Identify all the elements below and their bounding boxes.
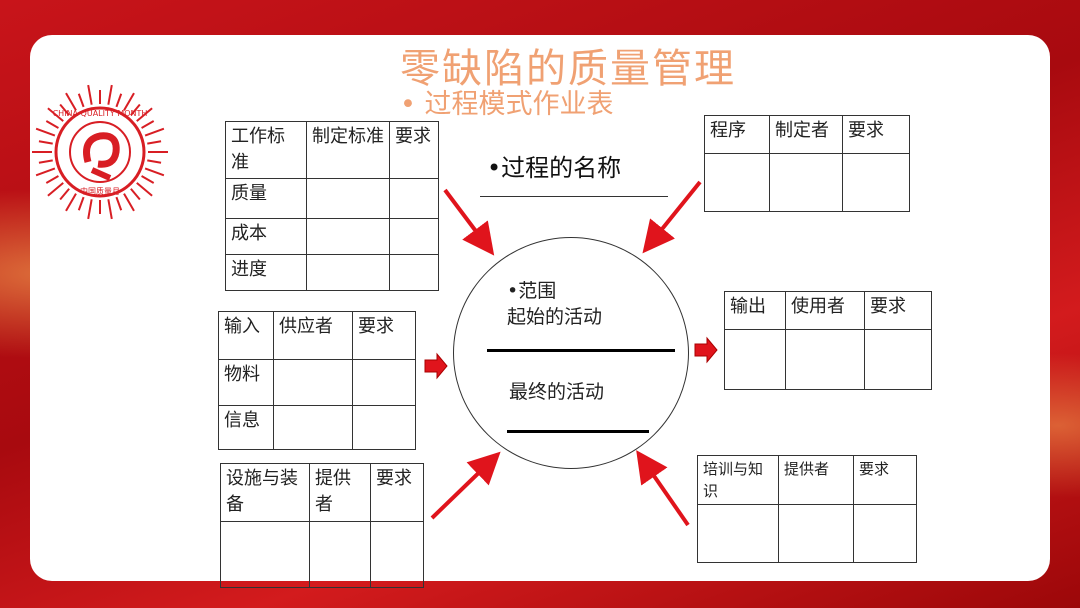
logo-ray: [77, 93, 85, 108]
logo-ray: [115, 93, 123, 108]
table-header-cell: 提供者: [778, 455, 854, 505]
logo-ray: [144, 167, 165, 177]
process-name-underline: [480, 196, 668, 197]
table-row-label: 进度: [225, 254, 307, 291]
table-header-cell: 培训与知识: [697, 455, 779, 505]
table-header-cell: 要求: [853, 455, 917, 505]
arrow-from-work-standard: [443, 188, 495, 256]
logo-ray: [123, 193, 135, 212]
input-table: 输入 供应者 要求 物料 信息: [218, 311, 416, 450]
table-header-cell: 要求: [864, 291, 932, 330]
table-header-cell: 使用者: [785, 291, 865, 330]
logo-ray: [45, 175, 59, 184]
table-header-cell: 输入: [218, 311, 274, 360]
arrow-from-facilities: [430, 451, 501, 520]
table-header-cell: 供应者: [273, 311, 353, 360]
logo-ray: [35, 127, 56, 137]
table-header-cell: 要求: [352, 311, 416, 360]
end-activity-line: [507, 430, 649, 433]
block-arrow-input: [424, 352, 448, 380]
logo-ray: [77, 196, 85, 211]
logo-ray: [65, 92, 77, 111]
table-header-cell: 要求: [389, 121, 439, 179]
svg-text:中国质量月: 中国质量月: [80, 186, 120, 196]
table-header-cell: 制定标准: [306, 121, 390, 179]
logo-ray: [136, 182, 153, 197]
facilities-table: 设施与装备 提供者 要求: [220, 463, 424, 588]
logo-ray: [107, 84, 113, 105]
logo-ray: [107, 199, 113, 220]
table-row-label: 质量: [225, 178, 307, 219]
logo-ray: [35, 167, 56, 177]
end-activity-label: 最终的活动: [509, 381, 605, 403]
procedure-table: 程序 制定者 要求: [704, 115, 910, 212]
logo-ray: [38, 140, 53, 145]
logo-ray: [65, 193, 77, 212]
table-row-label: 信息: [218, 405, 274, 450]
logo-ray: [144, 127, 165, 137]
logo-ray: [136, 107, 153, 122]
table-header-cell: 工作标准: [225, 121, 307, 179]
logo-ray: [45, 120, 59, 129]
table-row-label: 成本: [225, 218, 307, 255]
start-activity-line: [487, 349, 675, 352]
table-header-cell: 设施与装备: [220, 463, 310, 522]
logo-ray: [38, 159, 53, 164]
work-standard-table: 工作标准 制定标准 要求 质量 成本 进度: [225, 121, 439, 291]
slide-title: 零缺陷的质量管理: [400, 46, 736, 92]
logo-ray: [147, 140, 162, 145]
scope-text: •范围 起始的活动: [507, 278, 602, 330]
arrow-from-training: [636, 450, 690, 527]
logo-ray: [123, 92, 135, 111]
start-activity-label: 起始的活动: [507, 306, 603, 328]
training-table: 培训与知识 提供者 要求: [697, 455, 917, 563]
logo-ray: [47, 182, 64, 197]
logo-ray: [59, 103, 70, 116]
logo-ray: [59, 188, 70, 201]
logo-ray: [141, 120, 155, 129]
block-arrow-output: [694, 336, 718, 364]
output-table: 输出 使用者 要求: [724, 291, 932, 390]
svg-text:CHINA QUALITY MONTH: CHINA QUALITY MONTH: [53, 109, 148, 118]
process-circle: [453, 237, 689, 469]
logo-ray: [130, 103, 141, 116]
logo-ray: [147, 159, 162, 164]
table-header-cell: 制定者: [769, 115, 843, 154]
table-header-cell: 要求: [370, 463, 424, 522]
logo-ray: [115, 196, 123, 211]
arrow-from-procedure: [642, 180, 702, 254]
logo-ray: [130, 188, 141, 201]
process-name-label: •过程的名称: [487, 154, 622, 182]
quality-month-logo-icon: CHINA QUALITY MONTH 中国质量月: [32, 84, 168, 220]
table-header-cell: 提供者: [309, 463, 371, 522]
logo-ray: [87, 199, 93, 220]
slide-subtitle: • 过程模式作业表: [400, 89, 614, 120]
scope-label: •范围: [507, 280, 557, 302]
logo-ray: [47, 107, 64, 122]
logo-ray: [141, 175, 155, 184]
logo-ray: [87, 84, 93, 105]
